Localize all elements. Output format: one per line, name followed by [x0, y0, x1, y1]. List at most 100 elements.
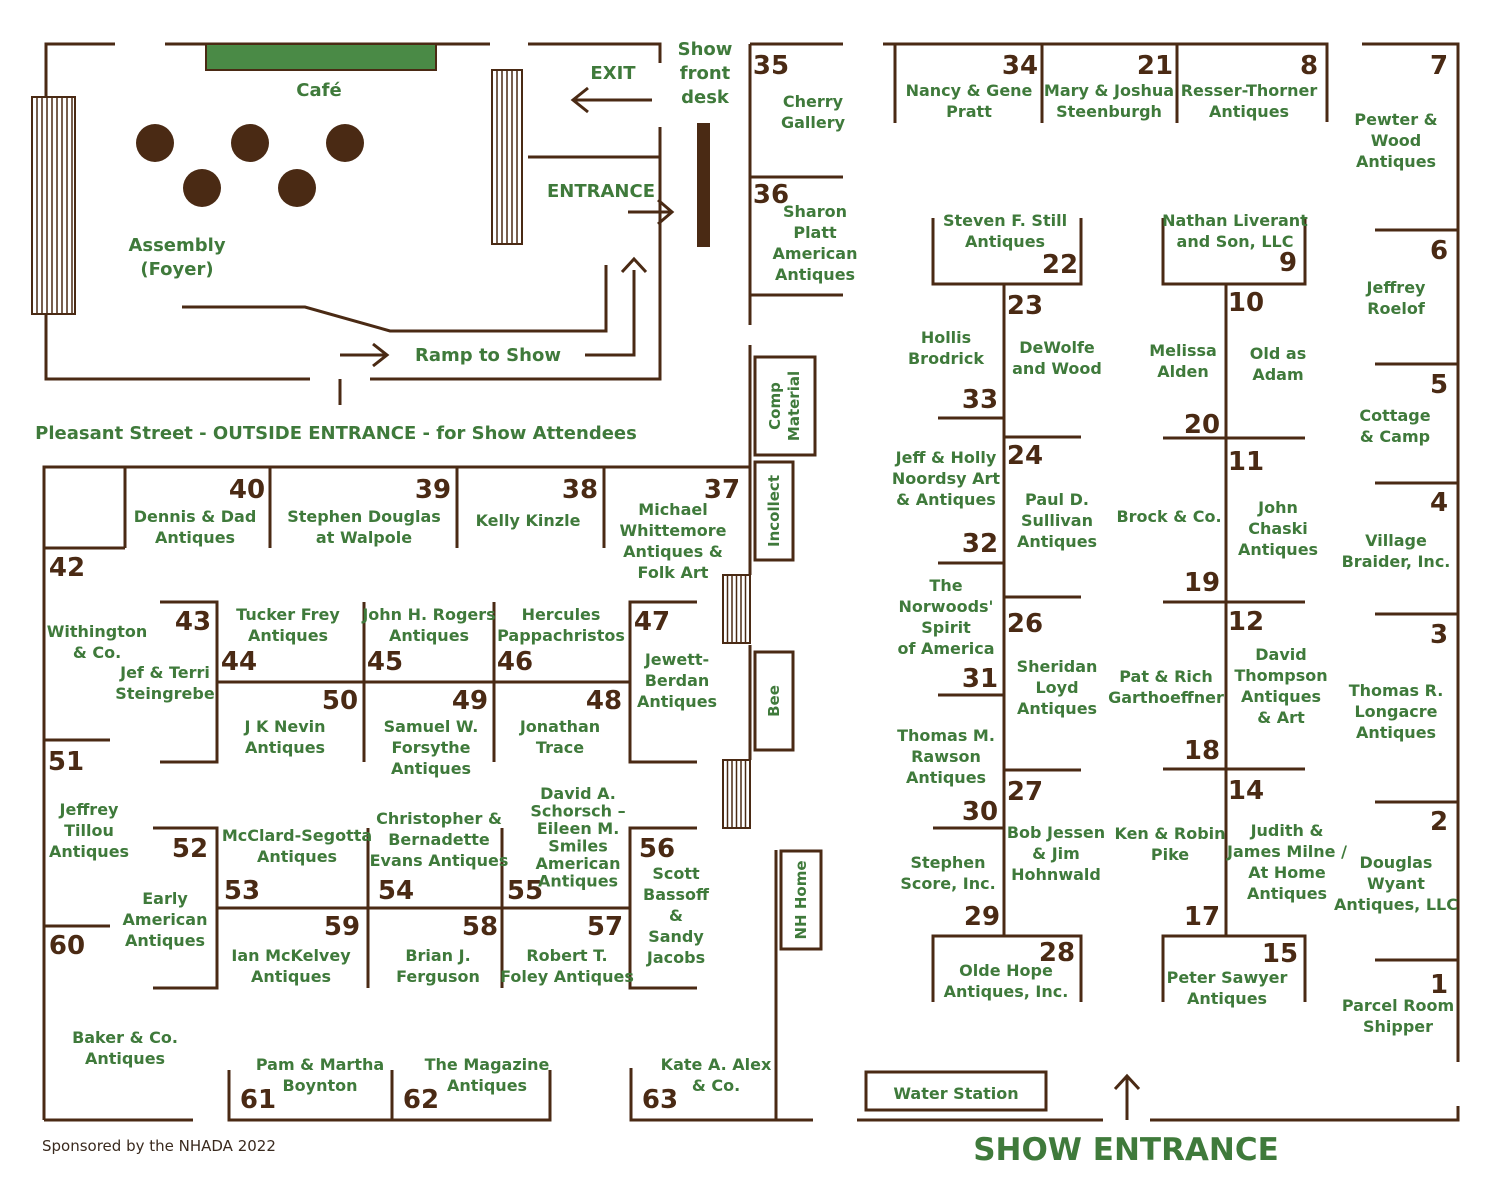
- booth-exhibitor-line: Spirit: [921, 618, 971, 637]
- booth-exhibitor-line: at Walpole: [316, 528, 412, 547]
- booth-exhibitor-line: Sharon: [783, 202, 847, 221]
- booth-exhibitor-line: Antiques: [257, 847, 337, 866]
- booth-exhibitor-line: Antiques: [965, 232, 1045, 251]
- booth-exhibitor-line: & Jim: [1032, 844, 1080, 863]
- booth-number: 10: [1228, 288, 1264, 318]
- booth-number: 61: [240, 1085, 276, 1115]
- booth-exhibitor-line: Parcel Room: [1342, 996, 1454, 1015]
- booth-exhibitor-line: Pappachristos: [497, 626, 625, 645]
- booth-exhibitor-line: Antiques: [389, 626, 469, 645]
- booth-exhibitor-line: and Wood: [1012, 359, 1102, 378]
- booth-exhibitor-line: Boynton: [282, 1076, 357, 1095]
- booth-exhibitor-line: Evans Antiques: [370, 851, 509, 870]
- booth-exhibitor-line: Mary & Joshua: [1044, 81, 1174, 100]
- booth-number: 63: [642, 1085, 678, 1115]
- booth-exhibitor-line: Antiques: [1356, 152, 1436, 171]
- booth-number: 30: [962, 797, 998, 827]
- booth-exhibitor-line: Longacre: [1354, 702, 1437, 721]
- booth-exhibitor-line: Early: [142, 889, 188, 908]
- booth-exhibitor-line: Hercules: [522, 605, 601, 624]
- front-desk-counter: [697, 123, 710, 247]
- booth-exhibitor-line: Brock & Co.: [1116, 507, 1221, 526]
- booth-number: 54: [378, 876, 414, 906]
- booth-number: 29: [964, 902, 1000, 932]
- booth-number: 38: [562, 475, 598, 505]
- booth-exhibitor-line: Bernadette: [388, 830, 490, 849]
- booth-exhibitor-line: Nathan Liverant: [1162, 211, 1308, 230]
- booth-exhibitor-line: Antiques &: [623, 542, 723, 561]
- booth-exhibitor-line: American: [773, 244, 858, 263]
- booth-exhibitor-line: Brian J.: [405, 946, 470, 965]
- booth-number: 8: [1300, 51, 1318, 81]
- booth-number: 3: [1430, 620, 1448, 650]
- booth-exhibitor-line: McClard-Segotta: [222, 826, 372, 845]
- booth-exhibitor-line: Brodrick: [908, 349, 984, 368]
- booth-exhibitor-line: Alden: [1157, 362, 1209, 381]
- water-station-box: [864, 1070, 1048, 1112]
- booth-exhibitor-line: Antiques: [1238, 540, 1318, 559]
- booth-exhibitor-line: Jeff & Holly: [895, 448, 997, 467]
- booth-exhibitor-line: Antiques: [775, 265, 855, 284]
- booth-exhibitor-line: Old as: [1250, 344, 1306, 363]
- booth-exhibitor-line: Steven F. Still: [943, 211, 1067, 230]
- assembly-label: Assembly: [128, 235, 225, 256]
- booth-number: 11: [1228, 447, 1264, 477]
- booth-exhibitor-line: Pat & Rich: [1119, 667, 1213, 686]
- booth-number: 7: [1430, 51, 1448, 81]
- booth-number: 27: [1007, 777, 1043, 807]
- bee-box: [753, 650, 795, 752]
- front-desk-label-2: front: [680, 63, 731, 84]
- booth-exhibitor-line: Shipper: [1363, 1017, 1433, 1036]
- booth-exhibitor-line: Antiques: [1187, 989, 1267, 1008]
- comp-material-box: [753, 355, 817, 457]
- booth-exhibitor-line: Peter Sawyer: [1167, 968, 1288, 987]
- booth-exhibitor-line: & Antiques: [896, 490, 996, 509]
- hall-door-upper: [722, 574, 751, 644]
- booth-exhibitor-line: Christopher &: [376, 809, 502, 828]
- booth-exhibitor-line: Eileen M.: [537, 819, 620, 838]
- booth-exhibitor-line: J K Nevin: [243, 717, 325, 736]
- booth-exhibitor-line: Antiques: [1241, 687, 1321, 706]
- booth-exhibitor-line: Gallery: [781, 113, 846, 132]
- booth-exhibitor-line: Pratt: [946, 102, 992, 121]
- booth-exhibitor-line: Schorsch –: [530, 802, 625, 821]
- booth-number: 24: [1007, 441, 1043, 471]
- booth-exhibitor-line: Berdan: [645, 671, 710, 690]
- booth-exhibitor-line: Antiques: [248, 626, 328, 645]
- booth-exhibitor-line: Baker & Co.: [72, 1028, 178, 1047]
- booth-number: 42: [49, 553, 85, 583]
- exit-arrow-icon: [570, 86, 652, 114]
- booth-exhibitor-line: Norwoods': [899, 597, 994, 616]
- booth-exhibitor-line: Ken & Robin: [1114, 824, 1225, 843]
- booth-exhibitor-line: Thompson: [1234, 666, 1327, 685]
- booth-number: 33: [962, 385, 998, 415]
- booth-number: 12: [1228, 607, 1264, 637]
- booth-number: 62: [403, 1085, 439, 1115]
- booth-exhibitor-line: Stephen: [910, 853, 985, 872]
